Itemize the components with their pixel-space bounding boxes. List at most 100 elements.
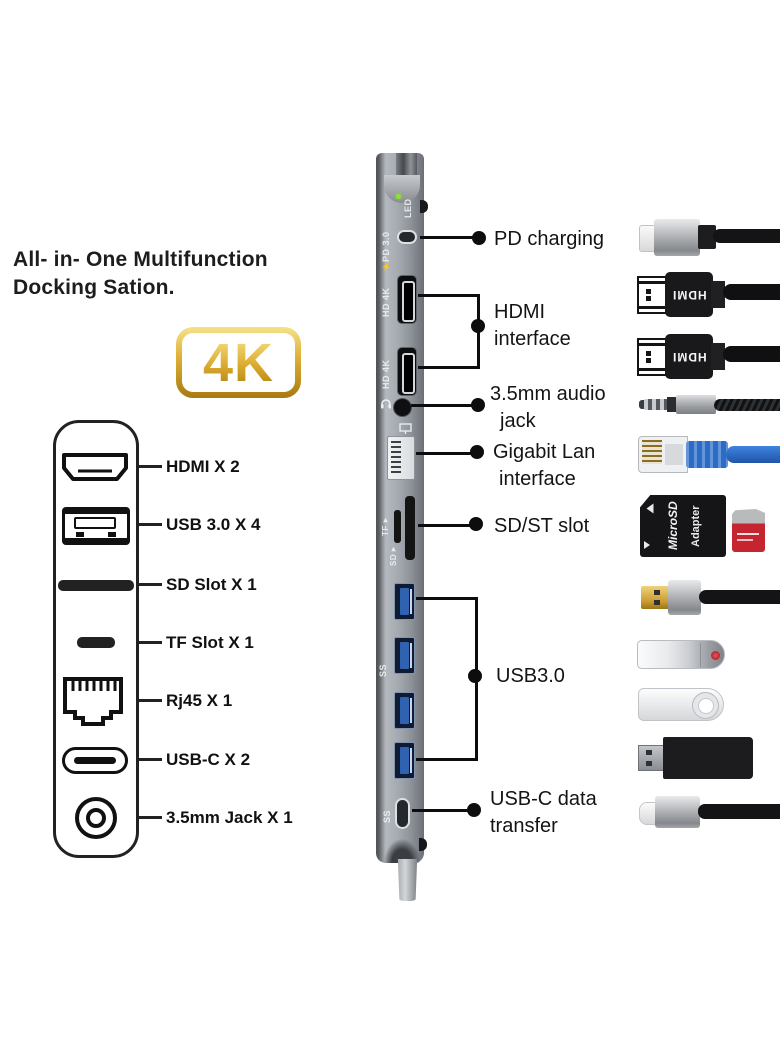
flash-drive-silver (637, 640, 727, 670)
legend-rj45: Rj45 X 1 (166, 691, 233, 710)
dock-top-plug (396, 153, 417, 181)
aux-audio-cable (637, 392, 780, 418)
title-line2: Docking Sation. (13, 276, 175, 299)
dock-tf-slot (394, 510, 401, 543)
microsd-card (732, 509, 765, 552)
dock-side-button-bottom (419, 838, 427, 851)
dock-hdmi-port-1 (397, 275, 417, 324)
legend-usb3: USB 3.0 X 4 (166, 515, 261, 534)
microsd-logo-text: MicroSD (666, 501, 680, 551)
bolt-icon: ⚡ (381, 262, 391, 273)
callout-line-sd (418, 524, 473, 527)
callout-audio-jack: 3.5mm audio jack (490, 383, 606, 432)
usb-a-cable (639, 578, 780, 616)
tick-jack (138, 816, 162, 819)
dock-pd-usb-c-port (397, 230, 417, 244)
callout-line-usb-bottom (416, 758, 478, 761)
sd-slot-icon (58, 580, 134, 591)
dock-usb3-port-4 (394, 742, 415, 779)
dock-rj45-port (387, 436, 415, 480)
dock-usb3-port-3 (394, 692, 415, 729)
callout-pd-charging: PD charging (494, 228, 605, 250)
dock-usb3-port-2 (394, 637, 415, 674)
led-indicator (396, 194, 401, 199)
callout-bullet-usbc (467, 803, 481, 817)
dock-usb-c-data-port (395, 798, 410, 829)
tf-slot-label: TF▾ (381, 515, 390, 537)
callout-line-usbc (412, 809, 471, 812)
tick-tf (138, 641, 162, 644)
callout-line-hdmi2 (418, 366, 480, 369)
tf-slot-icon (77, 637, 115, 648)
hdmi-cable-text: HDMI (671, 287, 707, 302)
usb-a-port-icon (62, 507, 130, 545)
callout-bullet-sd (469, 517, 483, 531)
adapter-lock-icon (644, 541, 650, 549)
tick-sd (138, 583, 162, 586)
network-icon (399, 423, 412, 434)
led-label: LED (403, 198, 413, 218)
dock-usb3-port-1 (394, 583, 415, 620)
callout-line-pd (420, 236, 474, 239)
microsd-adapter: MicroSD Adapter (640, 495, 726, 557)
callout-line-audio (411, 404, 474, 407)
headset-icon (381, 399, 391, 409)
hdmi-port-icon (62, 453, 128, 481)
callout-bullet-hdmi (471, 319, 485, 333)
audio-jack-icon (75, 797, 117, 839)
legend-jack: 3.5mm Jack X 1 (166, 808, 293, 827)
superspeed-typec-label: SS (382, 809, 392, 823)
usb-c-cable (637, 215, 780, 260)
rj45-port-icon (63, 677, 123, 726)
callout-gigabit-lan: Gigabit Lan interface (493, 441, 596, 490)
callout-bullet-lan (470, 445, 484, 459)
ethernet-cable (636, 434, 780, 474)
superspeed-usb-label: SS (378, 664, 388, 678)
callout-sd-slot: SD/ST slot (494, 515, 590, 537)
title-line1: All- in- One Multifunction (13, 248, 268, 271)
dock-hdmi-port-2 (397, 347, 417, 396)
hdmi-cable-1: HDMI (637, 271, 780, 319)
dock-sd-slot (405, 496, 415, 560)
pd-port-label: ⚡PD 3.0 (381, 231, 391, 273)
dock-audio-jack-port (393, 398, 412, 417)
hdmi2-label: HD 4K (381, 359, 391, 389)
hdmi-cable-2: HDMI (637, 333, 780, 381)
tick-usbc (138, 758, 162, 761)
tick-rj45 (138, 699, 162, 702)
hdmi-cable-text: HDMI (671, 349, 707, 364)
callout-line-hdmi1 (418, 294, 480, 297)
dock-side-button-top (420, 200, 428, 213)
tick-usb3 (138, 523, 162, 526)
callout-line-usb-top (416, 597, 478, 600)
callout-hdmi-interface: HDMI interface (494, 301, 571, 350)
callout-line-lan (416, 452, 474, 455)
flash-drive-ring (638, 688, 726, 722)
dock-bottom-cable-stem (397, 859, 418, 901)
tick-hdmi (138, 465, 162, 468)
adapter-arrow-icon (646, 503, 654, 514)
legend-hdmi: HDMI X 2 (166, 457, 240, 476)
callout-usb3: USB3.0 (496, 665, 565, 687)
callout-bullet-usb (468, 669, 482, 683)
callout-bullet-audio (471, 398, 485, 412)
4k-badge: 4K (176, 327, 301, 398)
hdmi1-label: HD 4K (381, 287, 391, 317)
flash-drive-black (638, 736, 756, 780)
drive-ring-hole (692, 692, 719, 719)
dock-device: LED ⚡PD 3.0 HD 4K HD 4K TF▾ SD▾ (376, 153, 428, 901)
callout-usbc-data: USB-C data transfer (490, 788, 597, 837)
usb-c-connector-cable (637, 793, 780, 831)
legend-usbc: USB-C X 2 (166, 750, 251, 769)
usb-c-port-icon (62, 747, 128, 774)
drive-red-dot (711, 651, 720, 660)
legend-tf: TF Slot X 1 (166, 633, 254, 652)
page-title: All- in- One Multifunction Docking Satio… (13, 246, 268, 302)
dock-top-shoulder (384, 175, 420, 203)
legend-sd: SD Slot X 1 (166, 575, 257, 594)
microsd-adapter-and-card: MicroSD Adapter (640, 495, 780, 559)
callout-bullet-pd (472, 231, 486, 245)
sd-slot-label: SD▾ (389, 544, 398, 566)
4k-badge-label: 4K (202, 332, 275, 393)
